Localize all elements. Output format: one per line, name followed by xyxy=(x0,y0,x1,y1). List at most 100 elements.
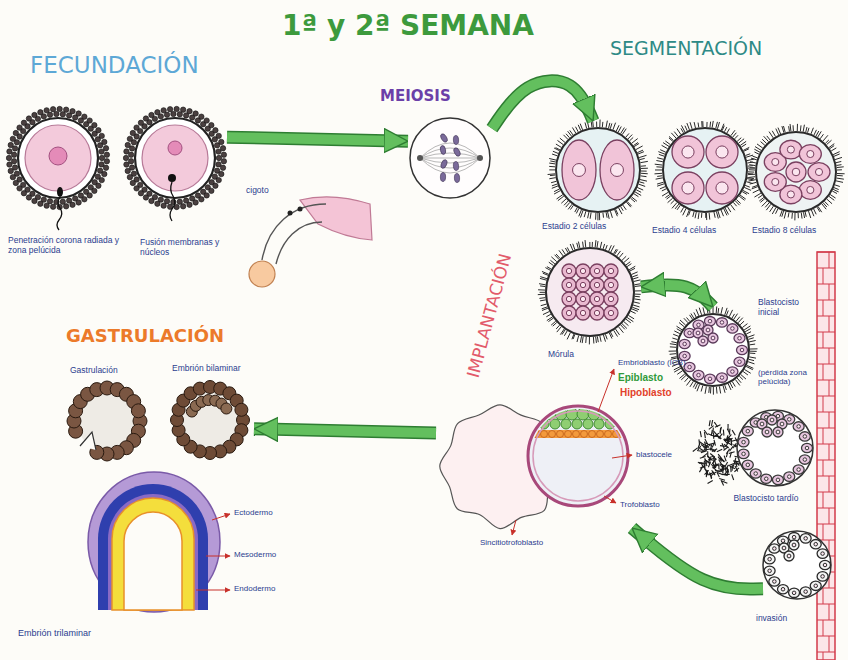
wall-joint xyxy=(817,300,835,301)
cilium xyxy=(547,317,553,321)
blastomere xyxy=(767,415,777,425)
cilium xyxy=(626,133,629,137)
scribble xyxy=(720,458,725,462)
cilium xyxy=(616,125,619,131)
scribble xyxy=(704,445,708,450)
blastomere xyxy=(706,136,738,168)
node-caption: Estadio 4 células xyxy=(652,226,716,236)
cilium xyxy=(634,280,641,282)
corona-cell xyxy=(76,200,81,205)
nucleus xyxy=(731,370,735,374)
wall-joint xyxy=(823,524,824,540)
meiosis-cell: MEIOSIS xyxy=(408,116,492,200)
corona-cell xyxy=(104,152,109,157)
cilium xyxy=(743,147,749,150)
cilium xyxy=(572,127,575,133)
cilium xyxy=(549,166,555,167)
nucleus xyxy=(711,336,715,340)
scribble xyxy=(729,429,731,435)
wall-joint xyxy=(817,268,835,269)
cilium xyxy=(695,212,696,218)
nucleus xyxy=(768,569,772,573)
trophoblast xyxy=(528,406,628,506)
nucleus xyxy=(780,422,784,426)
cilium xyxy=(582,336,583,343)
blastomere xyxy=(799,181,821,200)
corona-cell xyxy=(11,152,16,157)
cilium xyxy=(580,336,581,342)
blastomere xyxy=(800,587,811,596)
cilium xyxy=(742,324,747,328)
blastomere xyxy=(810,581,821,590)
cleavage-stage: Estadio 2 células xyxy=(549,121,647,219)
cilium xyxy=(690,122,692,129)
cilium xyxy=(577,336,579,342)
cilium xyxy=(697,384,700,391)
cilium xyxy=(794,213,795,220)
corona-cell xyxy=(143,195,148,200)
cilium xyxy=(739,376,743,380)
wall-joint xyxy=(823,396,824,412)
cilium xyxy=(706,122,707,127)
nucleus xyxy=(608,282,613,287)
scribble xyxy=(699,467,702,472)
part-label: Hipoblasto xyxy=(620,387,672,399)
scribble xyxy=(715,470,721,471)
cilium xyxy=(656,166,662,167)
nucleus xyxy=(594,282,599,287)
cilium xyxy=(836,164,841,166)
blastomere xyxy=(789,540,799,550)
corona-cell xyxy=(54,111,59,116)
nucleus xyxy=(708,377,712,381)
cilium xyxy=(634,194,639,197)
cilium xyxy=(541,304,547,306)
cilium xyxy=(660,187,666,189)
wall-joint xyxy=(823,332,824,348)
cilium xyxy=(754,152,759,154)
cilium xyxy=(748,335,755,337)
wall-joint xyxy=(817,508,835,509)
corona-cell xyxy=(187,202,192,207)
cilium xyxy=(709,122,711,128)
cilium xyxy=(797,124,798,131)
scribble xyxy=(725,439,731,440)
cilium xyxy=(749,340,756,341)
cilium xyxy=(549,158,556,160)
cilium xyxy=(547,267,551,270)
node-caption: invasión xyxy=(756,614,787,624)
part-label: Sincitiotrofoblasto xyxy=(480,538,543,547)
cilium xyxy=(600,336,601,342)
cilia-fringe xyxy=(748,124,845,221)
cilium xyxy=(834,188,839,190)
arrow-outline xyxy=(227,137,408,141)
wall-joint xyxy=(817,492,835,493)
corona-cell xyxy=(87,193,92,198)
cilium xyxy=(639,184,646,186)
wall-joint xyxy=(817,460,835,461)
cilium xyxy=(823,135,828,141)
cilium xyxy=(784,212,786,219)
corona-cell xyxy=(99,177,104,182)
corona-cell xyxy=(128,152,133,157)
cilium xyxy=(546,314,551,317)
nucleus xyxy=(787,418,791,422)
blastomere xyxy=(784,472,795,481)
nucleus xyxy=(807,186,814,193)
corona-cell xyxy=(7,149,12,154)
cilium xyxy=(729,310,732,317)
cell xyxy=(221,403,232,414)
cilium xyxy=(554,189,559,192)
scribble xyxy=(726,441,729,446)
corona-cell xyxy=(204,193,209,198)
cilium xyxy=(827,199,832,204)
chromosome xyxy=(454,173,460,182)
scribble xyxy=(704,432,706,438)
chromosome xyxy=(440,145,447,155)
cilium xyxy=(595,213,596,220)
blastomere xyxy=(762,427,772,437)
cilium xyxy=(674,132,678,137)
cilium xyxy=(590,212,591,218)
blastomere xyxy=(750,469,761,478)
nucleus xyxy=(815,168,822,175)
cilium xyxy=(539,297,545,299)
